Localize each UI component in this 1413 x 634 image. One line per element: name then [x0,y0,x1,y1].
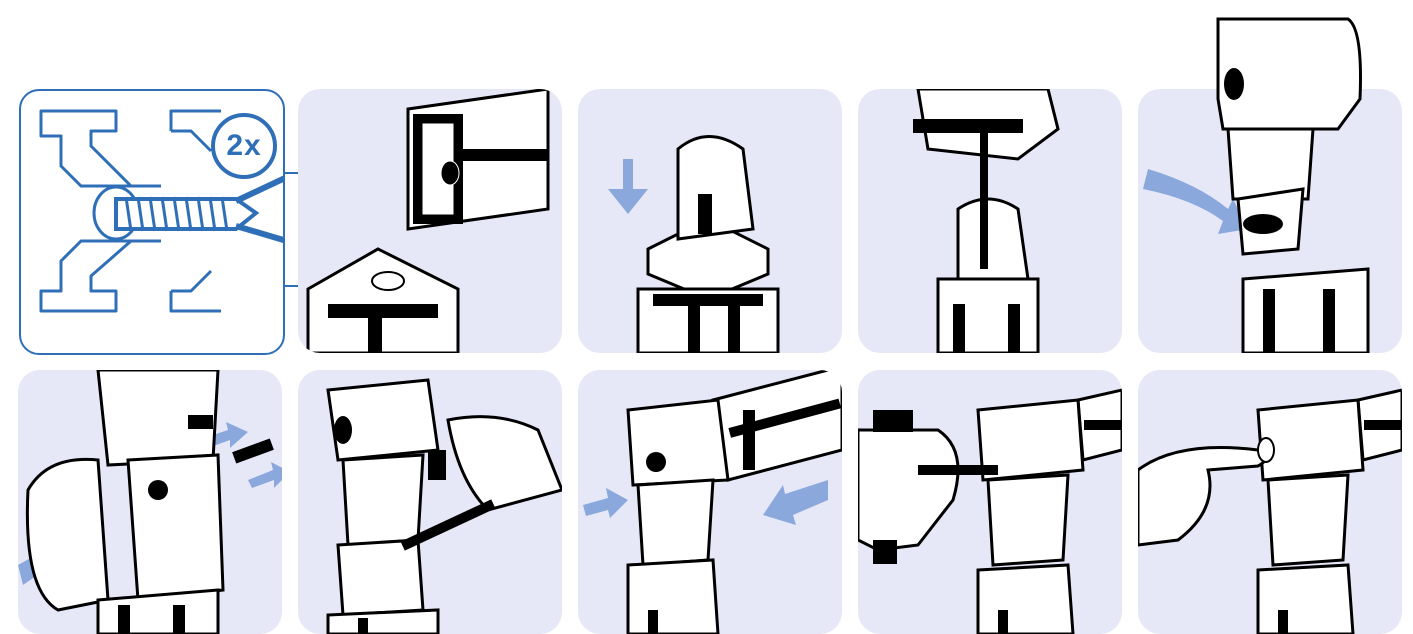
detail-panel: 2x [19,89,285,355]
step-2-panel [578,89,842,353]
aluminium-profiles-icon [298,89,562,353]
step-5-panel [18,370,282,634]
step-6-panel [298,370,562,634]
step-4-panel [1138,89,1402,353]
press-cover-plug-icon [1138,370,1402,634]
insert-connector-icon [578,89,842,353]
insert-screws-clamp-icon [18,370,282,634]
step-9-panel [1138,370,1402,634]
step-3-panel [858,89,1122,353]
attach-cap-icon [1138,9,1402,353]
quantity-badge: 2x [211,113,277,179]
tighten-side-screw-icon [858,370,1122,634]
attach-horizontal-profile-icon [578,370,842,634]
tighten-screw-hex-key-icon [858,89,1122,353]
step-7-panel [578,370,842,634]
step-1-panel [298,89,562,353]
tighten-clamp-screw-icon [298,370,562,634]
step-8-panel [858,370,1122,634]
